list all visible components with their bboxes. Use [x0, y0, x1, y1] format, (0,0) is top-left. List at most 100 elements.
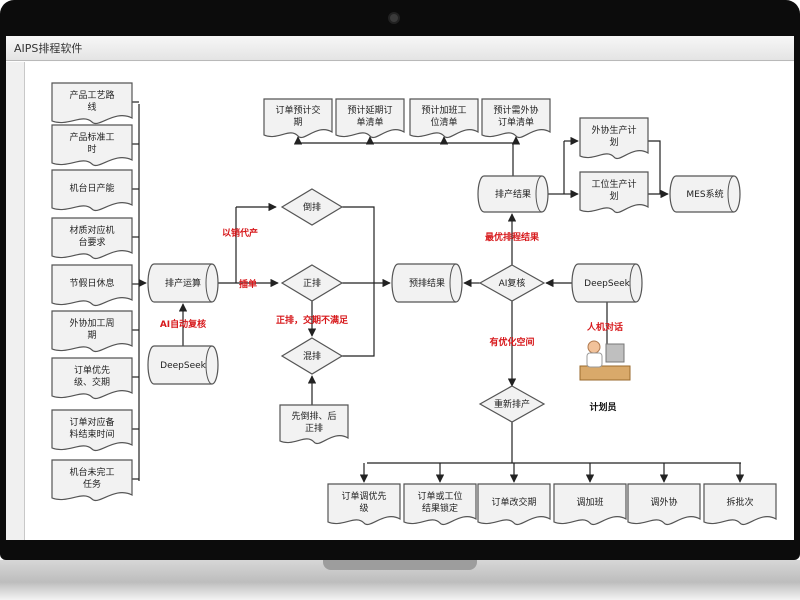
left-rail — [6, 62, 25, 540]
deepseek-right-node-edge — [629, 263, 637, 303]
input-doc-6-label: 外协加工周 — [69, 317, 114, 329]
forecast-doc-3-label: 位清单 — [430, 116, 457, 128]
planner-monitor — [605, 343, 625, 363]
deepseek-left-node: DeepSeek — [147, 345, 219, 385]
forecast-doc-1-label: 订单预计交 — [275, 104, 320, 116]
mixed-decision: 混排 — [280, 337, 344, 375]
forecast-doc-1-shape — [263, 98, 333, 139]
reschedule-decision-label: 重新排产 — [494, 398, 530, 410]
input-doc-8-label: 订单对应备 — [69, 416, 114, 428]
mixed-decision-shape — [280, 337, 344, 375]
forecast-doc-2-label: 单清单 — [356, 116, 383, 128]
schedule-result-node-edge — [535, 175, 543, 213]
schedule-calc-node: 排产运算 — [147, 263, 219, 303]
input-doc-7-label: 订单优先 — [74, 364, 110, 376]
edge-label-optimal_result: 最优排程结果 — [485, 231, 540, 243]
action-doc-6: 拆批次 — [703, 483, 777, 526]
planner-label: 计划员 — [589, 401, 616, 413]
first-reverse-node-label: 正排 — [305, 422, 323, 434]
input-doc-3: 机台日产能 — [51, 169, 133, 212]
input-doc-4-shape — [51, 217, 133, 260]
ai-review-decision-label: AI复核 — [499, 277, 526, 289]
outsource-plan-doc-label: 外协生产计 — [591, 124, 636, 136]
first-reverse-node: 先倒排、后正排 — [279, 404, 349, 445]
schedule-calc-node-edge — [205, 263, 213, 303]
input-doc-9-label: 机台未完工 — [69, 466, 114, 478]
input-doc-6-label: 期 — [87, 330, 96, 341]
input-doc-6-shape — [51, 310, 133, 353]
input-doc-8-label: 料结束时间 — [69, 428, 114, 440]
mes-node: MES系统 — [669, 175, 741, 213]
outsource-plan-doc-label: 划 — [609, 136, 618, 148]
pre-result-node: 预排结果 — [391, 263, 463, 303]
pre-result-node-label: 预排结果 — [409, 277, 445, 289]
action-doc-3-shape — [477, 483, 551, 526]
deepseek-right-node-label: DeepSeek — [584, 279, 631, 289]
forecast-doc-4-label: 订单清单 — [498, 116, 534, 128]
input-doc-1-shape — [51, 82, 133, 125]
action-doc-3-label: 订单改交期 — [491, 496, 536, 508]
input-doc-5-label: 节假日休息 — [69, 277, 114, 289]
input-doc-3-shape — [51, 169, 133, 212]
planner-body — [586, 352, 603, 368]
forecast-doc-3-shape — [409, 98, 479, 139]
first-reverse-node-shape — [279, 404, 349, 445]
deepseek-left-node-label: DeepSeek — [160, 361, 207, 371]
action-doc-2-label: 结果锁定 — [422, 502, 458, 514]
action-doc-4: 调加班 — [553, 483, 627, 526]
edge-label-insert_order: 插单 — [239, 278, 257, 290]
ai-review-decision: AI复核 — [478, 264, 546, 302]
forecast-doc-2-label: 预计延期订 — [347, 104, 392, 116]
forward-decision-shape — [280, 264, 344, 302]
edge-label-sales_driven: 以销代产 — [222, 227, 258, 239]
input-doc-4-label: 台要求 — [78, 236, 105, 248]
action-doc-1-shape — [327, 483, 401, 526]
forecast-doc-4-shape — [481, 98, 551, 139]
edge-label-has_room: 有优化空间 — [489, 336, 534, 348]
reverse-decision-label: 倒排 — [303, 201, 321, 213]
window-title: AIPS排程软件 — [14, 42, 83, 55]
base-notch — [323, 560, 477, 570]
mixed-merge — [342, 283, 375, 357]
input-doc-2-shape — [51, 124, 133, 167]
action-doc-2-label: 订单或工位 — [417, 490, 462, 502]
flowchart-diagram: 产品工艺路线产品标准工时机台日产能材质对应机台要求节假日休息外协加工周期订单优先… — [51, 82, 777, 526]
reverse-decision: 倒排 — [280, 188, 344, 226]
action-doc-5: 调外协 — [627, 483, 701, 526]
input-doc-7-shape — [51, 357, 133, 400]
input-doc-5-shape — [51, 264, 133, 307]
input-doc-3-label: 机台日产能 — [69, 182, 114, 194]
input-doc-4-label: 材质对应机 — [69, 224, 114, 236]
forecast-doc-3-label: 预计加班工 — [421, 104, 466, 116]
input-doc-9-label: 任务 — [83, 478, 101, 490]
input-doc-2-label: 时 — [87, 143, 96, 155]
ai-review-decision-shape — [478, 264, 546, 302]
action-doc-4-label: 调加班 — [576, 496, 603, 508]
input-doc-5: 节假日休息 — [51, 264, 133, 307]
station-plan-doc-label: 工位生产计 — [591, 178, 636, 190]
forward-decision: 正排 — [280, 264, 344, 302]
input-doc-1-label: 产品工艺路 — [69, 89, 114, 101]
reschedule-decision: 重新排产 — [478, 385, 546, 423]
action-doc-5-label: 调外协 — [650, 496, 677, 508]
camera-icon — [388, 12, 400, 24]
flow-connectors — [132, 101, 745, 483]
schedule-result-node: 排产结果 — [477, 175, 549, 213]
station-plan-doc-shape — [579, 171, 649, 214]
planner-desk — [579, 365, 631, 381]
reverse-merge — [342, 206, 375, 283]
input-doc-2-label: 产品标准工 — [69, 131, 114, 143]
reschedule-decision-shape — [478, 385, 546, 423]
edge-label-ai_auto_review: AI自动复核 — [160, 318, 206, 330]
action-doc-3: 订单改交期 — [477, 483, 551, 526]
pre-result-node-edge — [449, 263, 457, 303]
